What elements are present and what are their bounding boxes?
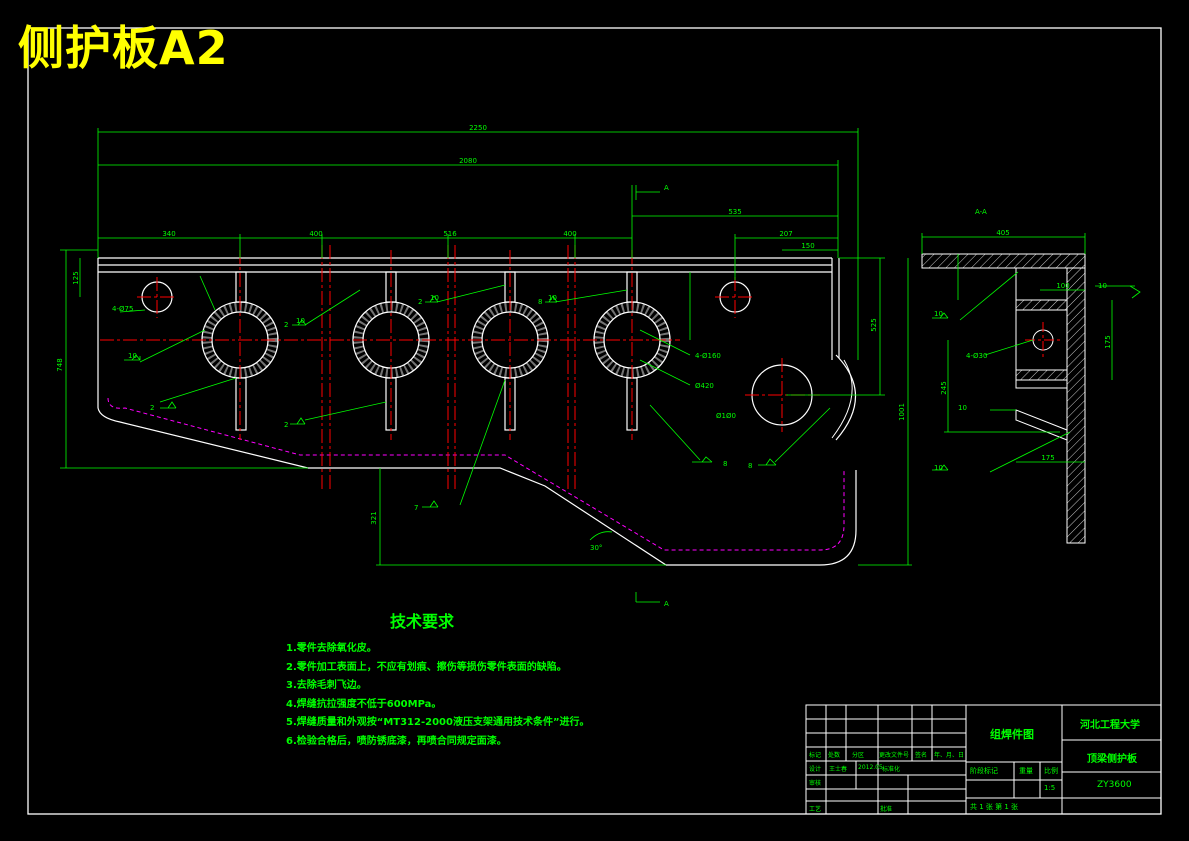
weld-label: 2 [284, 321, 288, 329]
main-view: 2250 2080 340 400 516 400 535 207 150 74… [56, 124, 912, 608]
tb-designer: 王士春 [829, 766, 848, 773]
title-block [805, 704, 1162, 815]
weld-label: 7 [414, 504, 418, 512]
center-lines [100, 245, 820, 490]
dim-seg-c: 516 [443, 230, 457, 238]
weld-label: 10 [548, 294, 557, 302]
tb-review-label: 审核 [809, 780, 822, 787]
section-view-label: A-A [975, 208, 987, 216]
dim-hole-left: 4-Ø75 [112, 305, 133, 313]
tb-school: 河北工程大学 [1080, 720, 1140, 731]
dim-top-overall: 2250 [469, 124, 487, 132]
tech-requirements-title: 技术要求 [390, 612, 455, 631]
weld-label: 10 [430, 294, 439, 302]
dim-right-c: 150 [801, 242, 814, 250]
sec-dim-bot: 175 [1041, 454, 1054, 462]
weld-label: 2 [418, 298, 422, 306]
tb-rev-header: 处数 [828, 752, 841, 759]
tb-design-label: 设计 [809, 766, 822, 773]
hidden-line [107, 397, 845, 551]
tb-drawing-type: 组焊件图 [990, 728, 1034, 741]
dim-left-vert: 748 [56, 358, 64, 371]
drawing-frame [27, 27, 1162, 815]
weld-label: 8 [748, 462, 752, 470]
weld-label: 10 [1098, 282, 1107, 290]
sec-dim-right: 100 [1056, 282, 1069, 290]
tb-approve-label: 批准 [880, 806, 893, 813]
main-dim-labels: 2250 2080 340 400 516 400 535 207 150 74… [56, 124, 906, 608]
weld-label: 10 [128, 352, 137, 360]
dim-angle: 30° [590, 544, 602, 552]
tb-process-label: 工艺 [809, 806, 822, 813]
dim-hole-r: Ø420 [695, 382, 714, 390]
sec-dim-hole: 4-Ø30 [966, 352, 987, 360]
tb-scale-label: 比例 [1044, 767, 1058, 775]
weld-label: 10 [934, 464, 943, 472]
weld-labels: 10 2 2 10 2 7 2 10 8 10 8 8 [128, 294, 752, 512]
weld-label: 2 [150, 404, 154, 412]
section-mark-bottom: A [664, 600, 669, 608]
tb-rev-header: 标记 [809, 752, 822, 759]
bottom-outline [97, 407, 857, 566]
section-mark-top: A [664, 184, 669, 192]
tb-weight-label: 重量 [1019, 767, 1033, 775]
dim-right-vert2: 525 [870, 318, 878, 331]
tech-requirements-list: 1.零件去除氧化皮。 2.零件加工表面上，不应有划痕、擦伤等损伤零件表面的缺陷。… [286, 640, 590, 751]
dim-left-seg: 340 [162, 230, 175, 238]
weld-label: 10 [958, 404, 967, 412]
weld-label: 2 [284, 421, 288, 429]
tb-part-name: 顶梁侧护板 [1087, 754, 1137, 765]
weld-label: 10 [934, 310, 943, 318]
tb-rev-header: 年、月、日 [934, 752, 965, 759]
sec-dim-top: 405 [996, 229, 1009, 237]
drawing-title: 侧护板A2 [18, 21, 229, 75]
tech-requirement-item: 6.检验合格后，喷防锈底漆，再喷合同规定面漆。 [286, 735, 507, 747]
dim-top-second: 2080 [459, 157, 477, 165]
tb-model: ZY3600 [1097, 780, 1132, 790]
tb-design-date: 2012.05 [858, 764, 883, 771]
tech-requirement-item: 3.去除毛刺飞边。 [286, 680, 367, 691]
tech-requirement-item: 4.焊缝抗拉强度不低于600MPa。 [286, 698, 442, 710]
tb-rev-header: 分区 [852, 752, 865, 759]
tb-stage-label: 阶段标记 [970, 767, 998, 775]
weld-label: 8 [538, 298, 542, 306]
weld-symbols [124, 295, 777, 508]
leader-lines [119, 275, 831, 506]
tb-scale: 1:5 [1044, 784, 1056, 792]
dim-seg-d: 400 [563, 230, 576, 238]
dim-hole-right: Ø1Ø0 [716, 412, 736, 420]
tb-standard-label: 标准化 [882, 766, 901, 773]
tb-rev-header: 签名 [915, 752, 928, 759]
dim-bottom-vert: 321 [370, 511, 378, 524]
weld-label: 8 [723, 460, 727, 468]
dim-right-vert: 1001 [898, 403, 906, 421]
section-view: A-A 405 100 175 245 175 4-Ø30 10 10 10 1… [921, 208, 1141, 544]
tb-rev-header: 更改文件号 [879, 752, 910, 759]
dim-right-b: 207 [779, 230, 792, 238]
dimension-lines [60, 128, 912, 603]
sec-dim-side: 175 [1104, 335, 1112, 348]
dim-right-a: 535 [728, 208, 741, 216]
tech-requirement-item: 5.焊缝质量和外观按“MT312-2000液压支架通用技术条件”进行。 [286, 717, 590, 728]
weld-label: 10 [296, 317, 305, 325]
tb-sheet-info: 共 1 张 第 1 张 [970, 803, 1019, 811]
dim-hole-big: 4-Ø160 [695, 352, 721, 360]
dim-seg-b: 400 [309, 230, 322, 238]
tech-requirement-item: 1.零件去除氧化皮。 [286, 643, 377, 654]
tech-requirement-item: 2.零件加工表面上，不应有划痕、擦伤等损伤零件表面的缺陷。 [286, 661, 567, 673]
dim-left-small: 125 [72, 271, 80, 284]
sec-dim-mid: 245 [940, 381, 948, 394]
